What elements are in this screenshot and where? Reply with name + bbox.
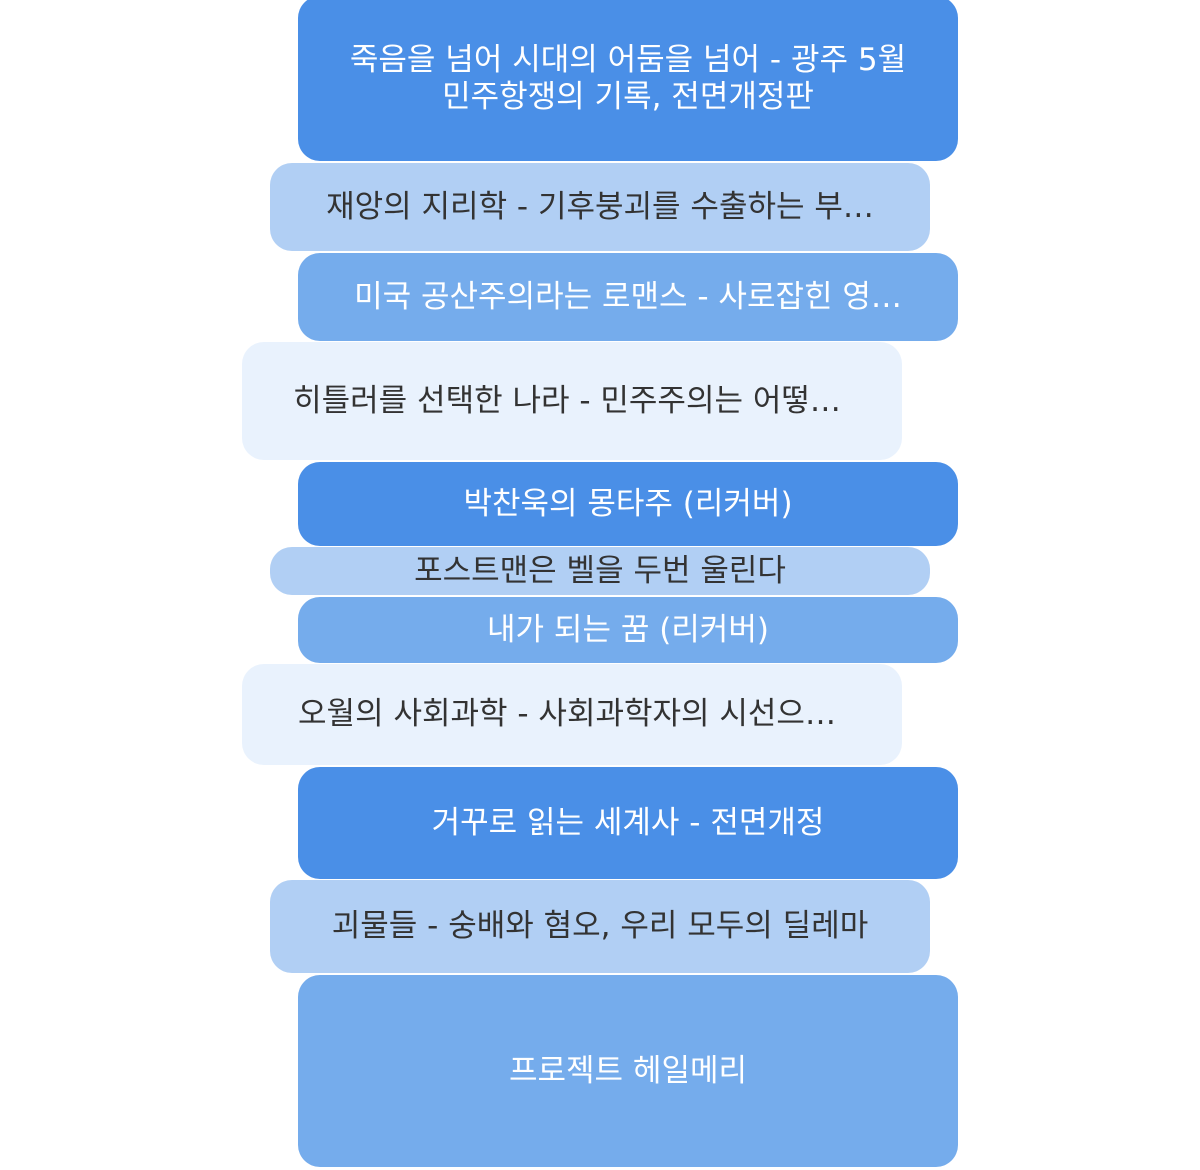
book-card[interactable]: 죽음을 넘어 시대의 어둠을 넘어 - 광주 5월 민주항쟁의 기록, 전면개정… bbox=[298, 0, 958, 161]
book-title: 내가 되는 꿈 (리커버) bbox=[487, 611, 769, 648]
book-card[interactable]: 프로젝트 헤일메리 bbox=[298, 975, 958, 1167]
book-title: 재앙의 지리학 - 기후붕괴를 수출하는 부… bbox=[326, 188, 874, 225]
book-card[interactable]: 괴물들 - 숭배와 혐오, 우리 모두의 딜레마 bbox=[270, 880, 930, 973]
book-title: 죽음을 넘어 시대의 어둠을 넘어 - 광주 5월 민주항쟁의 기록, 전면개정… bbox=[349, 41, 907, 115]
book-card[interactable]: 히틀러를 선택한 나라 - 민주주의는 어떻… bbox=[242, 342, 902, 460]
book-title: 오월의 사회과학 - 사회과학자의 시선으… bbox=[298, 696, 836, 732]
book-card[interactable]: 박찬욱의 몽타주 (리커버) bbox=[298, 462, 958, 546]
book-card[interactable]: 내가 되는 꿈 (리커버) bbox=[298, 597, 958, 663]
book-card[interactable]: 오월의 사회과학 - 사회과학자의 시선으… bbox=[242, 664, 902, 765]
book-title: 괴물들 - 숭배와 혐오, 우리 모두의 딜레마 bbox=[331, 908, 869, 944]
book-title: 미국 공산주의라는 로맨스 - 사로잡힌 영… bbox=[354, 278, 902, 315]
book-title: 거꾸로 읽는 세계사 - 전면개정 bbox=[431, 804, 825, 841]
book-title: 포스트맨은 벨을 두번 울린다 bbox=[414, 552, 786, 589]
book-card[interactable]: 미국 공산주의라는 로맨스 - 사로잡힌 영… bbox=[298, 253, 958, 341]
book-card[interactable]: 거꾸로 읽는 세계사 - 전면개정 bbox=[298, 767, 958, 879]
book-card[interactable]: 재앙의 지리학 - 기후붕괴를 수출하는 부… bbox=[270, 163, 930, 251]
book-title: 박찬욱의 몽타주 (리커버) bbox=[463, 485, 793, 522]
book-title: 히틀러를 선택한 나라 - 민주주의는 어떻… bbox=[293, 382, 841, 419]
book-card[interactable]: 포스트맨은 벨을 두번 울린다 bbox=[270, 547, 930, 595]
book-title: 프로젝트 헤일메리 bbox=[508, 1052, 747, 1089]
